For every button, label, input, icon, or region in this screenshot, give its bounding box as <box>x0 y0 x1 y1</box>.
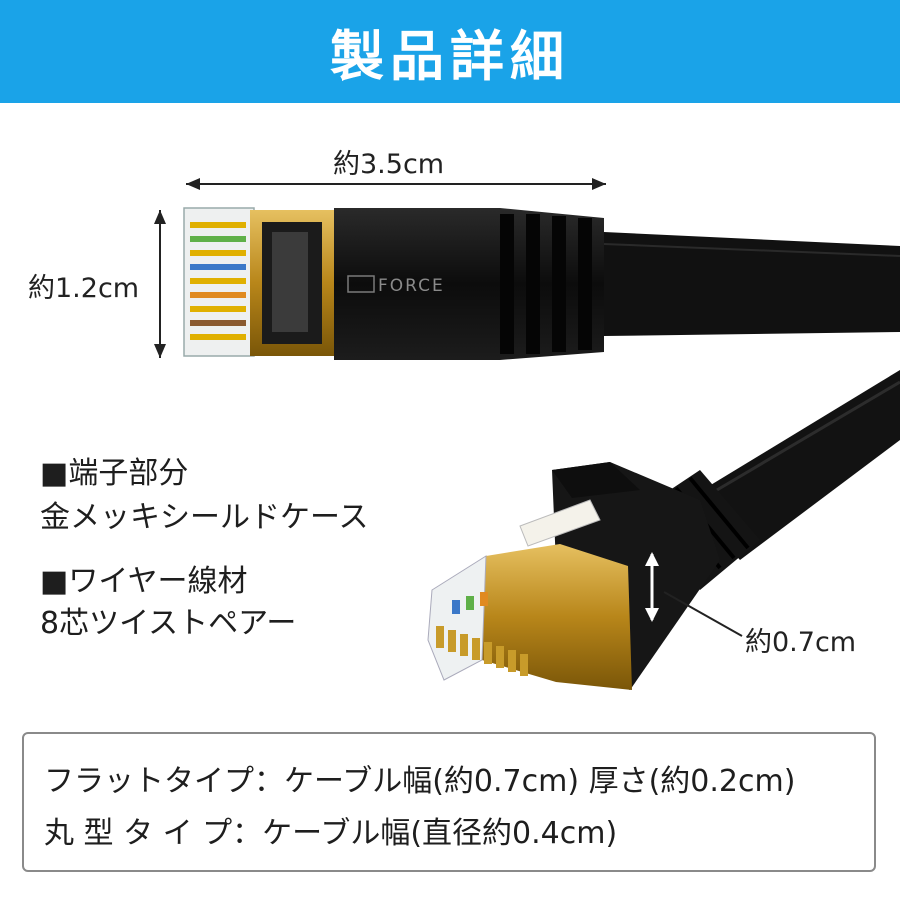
length-arrow <box>186 178 606 190</box>
thickness-arrow <box>645 552 743 637</box>
round-type-spec: 丸 型 タ イ プ：ケーブル幅(直径約0.4cm) <box>44 816 618 851</box>
spec-box: フラットタイプ：ケーブル幅(約0.7cm) 厚さ(約0.2cm) 丸 型 タ イ… <box>22 732 876 872</box>
height-label: 約1.2cm <box>28 273 140 304</box>
wire-heading: ■ワイヤー線材 <box>40 564 248 599</box>
height-arrow <box>154 210 166 358</box>
boot-ridges <box>500 214 592 354</box>
thickness-label: 約0.7cm <box>745 627 857 658</box>
wire-text: 8芯ツイストペアー <box>40 606 297 641</box>
terminal-text: 金メッキシールドケース <box>40 500 369 535</box>
brand-logo: FORCE <box>378 276 445 296</box>
page-title: 製品詳細 <box>330 25 570 88</box>
flat-type-spec: フラットタイプ：ケーブル幅(約0.7cm) 厚さ(約0.2cm) <box>44 764 796 799</box>
header-banner: 製品詳細 <box>0 0 900 103</box>
round-contacts <box>436 592 528 676</box>
terminal-heading: ■端子部分 <box>40 456 189 491</box>
flat-connector: FORCE <box>183 207 900 360</box>
round-connector <box>427 370 900 690</box>
length-label: 約3.5cm <box>333 149 445 180</box>
product-illustration: FORCE <box>154 178 900 690</box>
wire-contacts <box>190 222 246 340</box>
